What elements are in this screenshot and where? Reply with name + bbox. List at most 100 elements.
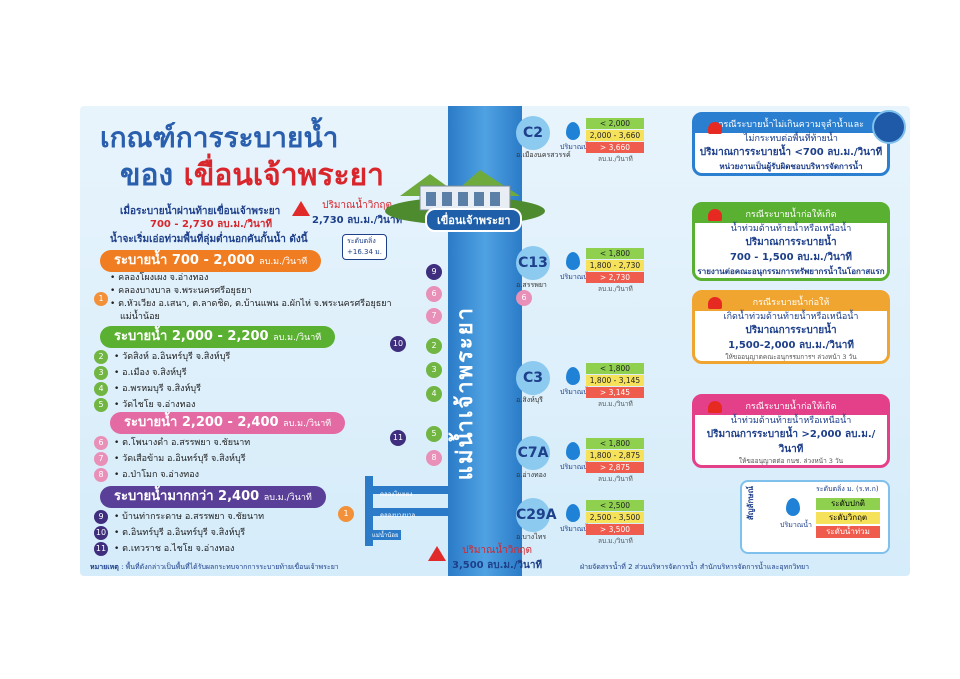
station-c3-level-3: > 3,145 <box>586 387 644 398</box>
title-line2: ของ เขื่อนเจ้าพระยา <box>120 152 384 199</box>
water-drop-icon <box>566 252 580 270</box>
marker-3: 3 <box>426 362 442 378</box>
badge-11: 11 <box>94 542 108 556</box>
band-1-item-1: • คลองโผงเผง จ.อ่างทอง <box>110 273 209 283</box>
badge-7: 7 <box>94 452 108 466</box>
band-3-item-1: • ต.โพนางดำ อ.สรรพยา จ.ชัยนาท <box>114 438 251 448</box>
critical-bottom-value: 3,500 ลบ.ม./วินาที <box>452 560 543 571</box>
badge-2: 2 <box>94 350 108 364</box>
band-1-item-3: • ต.หัวเวียง อ.เสนา, ต.ลาดชิด, ต.บ้านแพน… <box>110 299 392 309</box>
canal-1-label: คลองโผงเผง <box>380 491 413 498</box>
logo-emblem <box>872 110 906 144</box>
band-2-item-4: • วัดไชโย จ.อ่างทอง <box>114 400 196 410</box>
gauge-box: ระดับตลิ่ง +16.34 ม. <box>342 234 387 260</box>
band-3-unit: ลบ.ม./วินาที <box>283 419 332 429</box>
station-c2-level-3: > 3,660 <box>586 142 644 153</box>
badge-4: 4 <box>94 382 108 396</box>
station-c7a-level-2: 1,800 - 2,875 <box>586 450 644 461</box>
canal-3-label: แม่น้ำน้อย <box>370 530 401 540</box>
station-c7a-unit: ลบ.ม./วินาที <box>598 475 633 483</box>
station-c29a: C29A <box>516 498 557 532</box>
band-1-item-2: • คลองบางบาล จ.พระนครศรีอยุธยา <box>110 286 252 296</box>
card-4-head: กรณีระบายน้ำก่อให้เกิด <box>695 397 887 415</box>
station-c2: C2 <box>516 116 550 150</box>
station-c3: C3 <box>516 361 550 395</box>
legend-side-title: สัญลักษณ์ <box>746 486 755 521</box>
station-c2-place: อ.เมืองนครสวรรค์ <box>516 151 571 159</box>
station-c3-flow-label: ปริมาณน้ำ <box>560 388 592 396</box>
marker-8: 8 <box>426 450 442 466</box>
footnote-text: : พื้นที่ดังกล่าวเป็นพื้นที่ได้รับผลกระท… <box>121 563 339 571</box>
band-3-item-3: • อ.ป่าโมก จ.อ่างทอง <box>114 470 199 480</box>
station-c13-flow-label: ปริมาณน้ำ <box>560 273 592 281</box>
station-c7a-flow-label: ปริมาณน้ำ <box>560 463 592 471</box>
station-c29a-level-3: > 3,500 <box>586 524 644 535</box>
siren-icon-2 <box>708 209 722 221</box>
station-c3-place: อ.สิงห์บุรี <box>516 396 543 404</box>
legend-title: ระดับตลิ่ง ม. (ร.ท.ก) <box>816 485 879 493</box>
band-4-item-3: • ต.เทวราช อ.ไชโย จ.อ่างทอง <box>114 544 235 554</box>
marker-6: 6 <box>426 286 442 302</box>
water-drop-icon <box>566 442 580 460</box>
band-1: ระบายน้ำ 700 - 2,000 ลบ.ม./วินาที <box>100 250 322 272</box>
footnote-label: หมายเหตุ <box>90 563 119 571</box>
legend-critical: ระดับวิกฤต <box>816 512 880 524</box>
critical-bottom: ปริมาณน้ำวิกฤต 3,500 ลบ.ม./วินาที <box>452 543 542 573</box>
marker-9: 9 <box>426 264 442 280</box>
card-3-l3: 1,500-2,000 ลบ.ม./วินาที <box>728 340 854 351</box>
station-c2-level-2: 2,000 - 3,660 <box>586 130 644 141</box>
marker-11: 11 <box>390 430 406 446</box>
band-4: ระบายน้ำมากกว่า 2,400 ลบ.ม./วินาที <box>100 486 326 508</box>
card-3-head: กรณีระบายน้ำก่อให้ <box>695 293 887 311</box>
card-2-head: กรณีระบายน้ำก่อให้เกิด <box>695 205 887 223</box>
station-c13: C13 <box>516 246 550 280</box>
band-3-item-2: • วัดเสือข้าม อ.อินทร์บุรี จ.สิงห์บุรี <box>114 454 246 464</box>
card-4-l1: น้ำท่วมด้านท้ายน้ำหรือเหนือน้ำ <box>730 416 852 426</box>
water-drop-icon <box>786 498 800 516</box>
water-drop-icon <box>566 122 580 140</box>
band-1-label: ระบายน้ำ 700 - 2,000 <box>114 253 255 268</box>
card-2-l1: น้ำท่วมด้านท้ายน้ำหรือเหนือน้ำ <box>730 224 852 234</box>
water-drop-icon <box>566 367 580 385</box>
marker-10: 10 <box>390 336 406 352</box>
station-c7a-level-1: < 1,800 <box>586 438 644 449</box>
intro-line3: น้ำจะเริ่มเอ่อท่วมพื้นที่ลุ่มต่ำนอกคันกั… <box>110 234 308 245</box>
marker-6-right: 6 <box>516 290 532 306</box>
critical-top-value: 2,730 ลบ.ม./วินาที <box>312 215 403 226</box>
station-c7a: C7A <box>516 436 550 470</box>
station-c13-level-3: > 2,730 <box>586 272 644 283</box>
station-c2-unit: ลบ.ม./วินาที <box>598 155 633 163</box>
band-4-item-2: • ต.อินทร์บุรี อ.อินทร์บุรี จ.สิงห์บุรี <box>114 528 246 538</box>
band-3-label: ระบายน้ำ 2,200 - 2,400 <box>124 415 279 430</box>
title-highlight: เขื่อนเจ้าพระยา <box>183 158 385 193</box>
title-line1: เกณฑ์การระบายน้ำ <box>100 121 339 154</box>
card-1: กรณีระบายน้ำไม่เกินความจุลำน้ำและ ไม่กระ… <box>692 112 890 176</box>
band-2-unit: ลบ.ม./วินาที <box>273 333 322 343</box>
band-1-item-4: แม่น้ำน้อย <box>120 312 160 322</box>
badge-3: 3 <box>94 366 108 380</box>
station-c29a-place: อ.บางไทร <box>516 533 547 541</box>
legend-normal: ระดับปกติ <box>816 498 880 510</box>
station-c3-level-2: 1,800 - 3,145 <box>586 375 644 386</box>
legend-drop-label: ปริมาณน้ำ <box>780 521 812 529</box>
badge-10: 10 <box>94 526 108 540</box>
intro-line1: เมื่อระบายน้ำผ่านท้ายเขื่อนเจ้าพระยา <box>120 206 281 217</box>
marker-7: 7 <box>426 308 442 324</box>
card-4: กรณีระบายน้ำก่อให้เกิด น้ำท่วมด้านท้ายน้… <box>692 394 890 468</box>
station-c29a-level-1: < 2,500 <box>586 500 644 511</box>
station-c7a-place: อ.อ่างทอง <box>516 471 547 479</box>
marker-2: 2 <box>426 338 442 354</box>
card-4-l2: ปริมาณการระบายน้ำ >2,000 ลบ.ม./วินาที <box>706 429 876 455</box>
card-4-l3: ให้ขออนุญาตต่อ กนช. ล่วงหน้า 3 วัน <box>738 457 844 465</box>
band-2-item-2: • อ.เมือง จ.สิงห์บุรี <box>114 368 187 378</box>
card-3-l1: เกิดน้ำท่วมด้านท้ายน้ำหรือเหนือน้ำ <box>723 312 859 322</box>
station-c13-level-2: 1,800 - 2,730 <box>586 260 644 271</box>
warning-icon-bottom <box>428 546 446 561</box>
band-1-unit: ลบ.ม./วินาที <box>259 257 308 267</box>
critical-bottom-label: ปริมาณน้ำวิกฤต <box>462 545 532 556</box>
badge-1: 1 <box>94 292 108 306</box>
dam-label: เขื่อนเจ้าพระยา <box>425 208 523 232</box>
badge-8: 8 <box>94 468 108 482</box>
siren-icon-1 <box>708 122 722 134</box>
band-2: ระบายน้ำ 2,000 - 2,200 ลบ.ม./วินาที <box>100 326 336 348</box>
